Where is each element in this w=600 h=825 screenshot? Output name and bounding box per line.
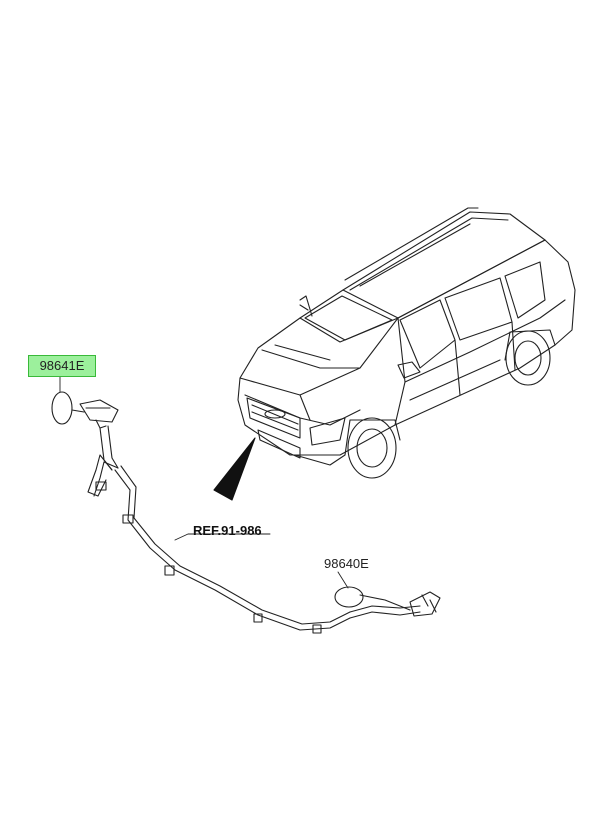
part-label-98640E[interactable]: 98640E [324,556,369,571]
part-label-98641E[interactable]: 98641E [28,355,96,377]
leader-ref [174,533,271,541]
pointer-arrow [213,437,256,501]
leader-98640E [337,571,349,589]
reference-label[interactable]: REF.91-986 [193,523,262,538]
wiring-harness [51,391,441,634]
suv-illustration [237,207,576,479]
